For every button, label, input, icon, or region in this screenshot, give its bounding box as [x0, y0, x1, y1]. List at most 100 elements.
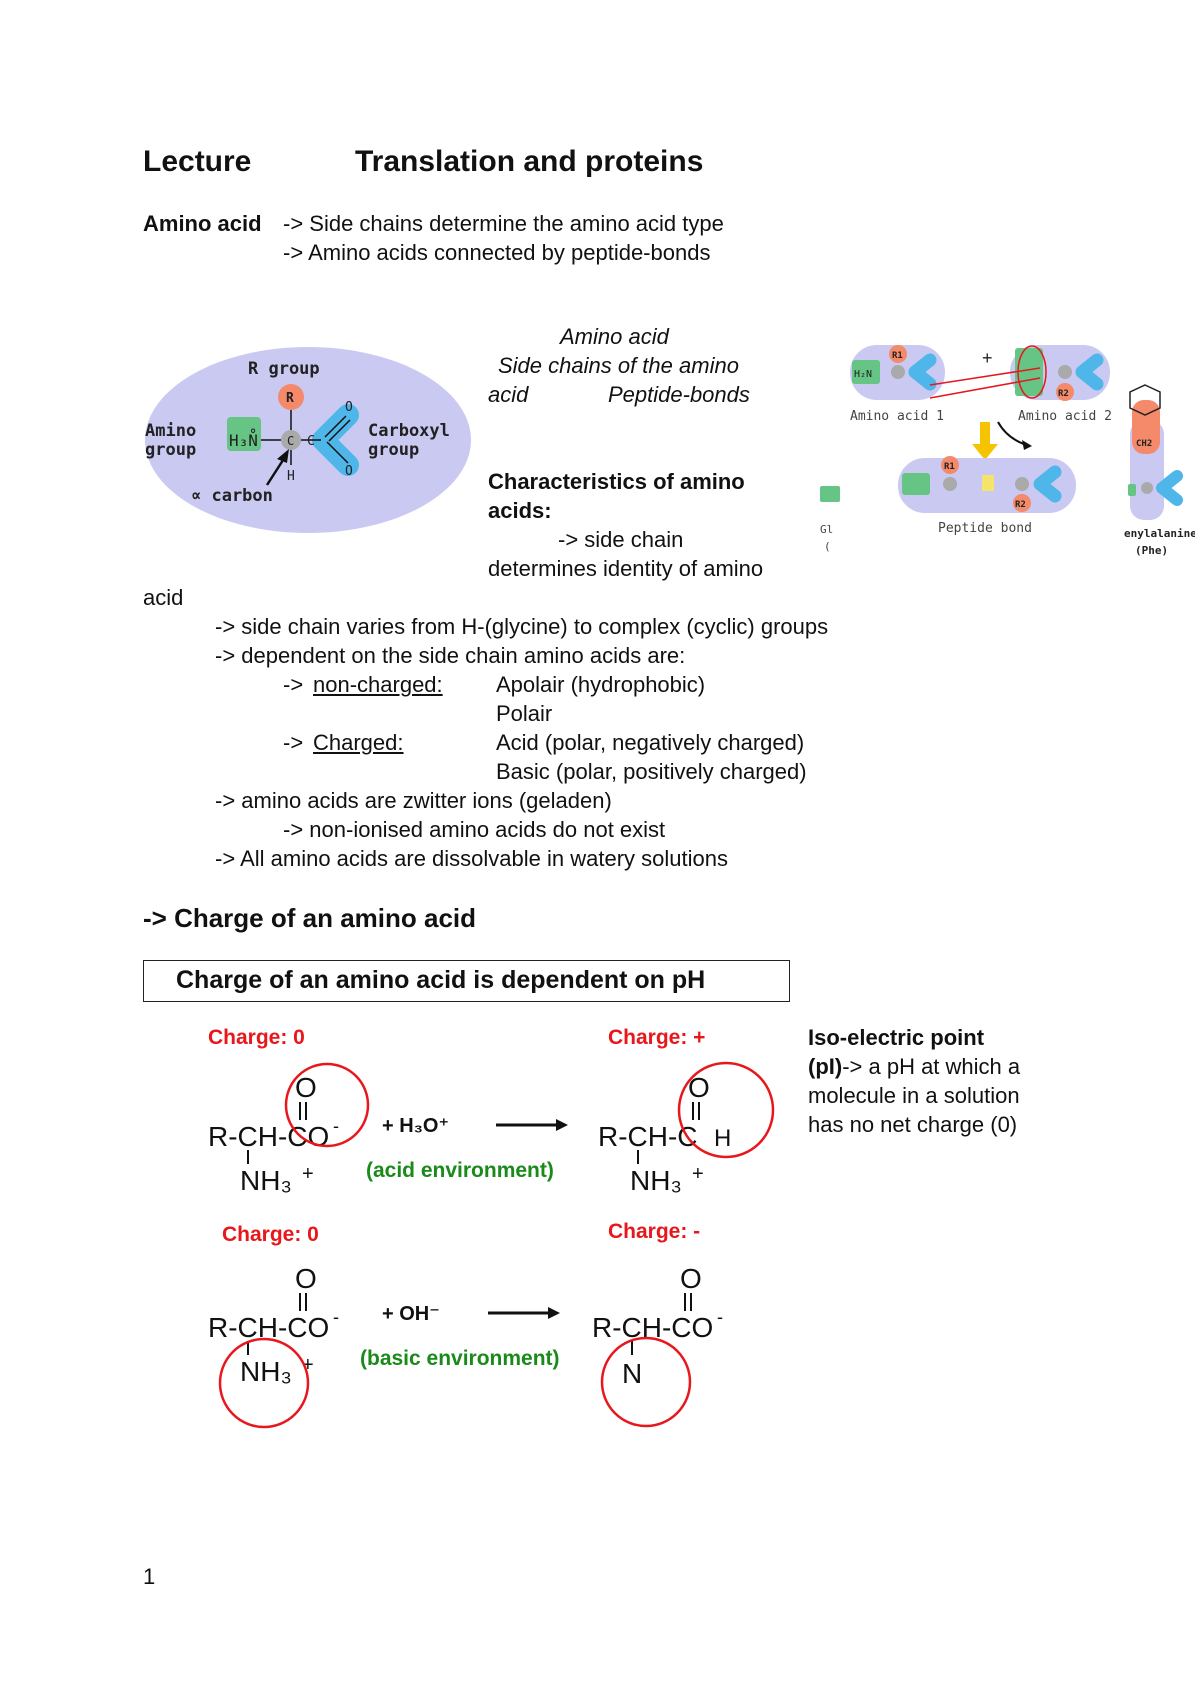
noncharged-label: non-charged: — [313, 672, 443, 697]
characteristics-line-3: acid — [143, 585, 184, 610]
peptide-r2: R2 — [1015, 500, 1026, 510]
amino-circle-1 — [218, 1337, 310, 1429]
intro-line-2: -> Amino acids connected by peptide-bond… — [283, 240, 711, 265]
alpha-carbon-arrow — [265, 456, 287, 486]
page-number: 1 — [143, 1564, 156, 1589]
formula-1: R-CH-CO — [208, 1121, 329, 1152]
isoelectric-pi: (pI) — [808, 1054, 843, 1079]
charge-statement-box: Charge of an amino acid is dependent on … — [143, 960, 790, 1002]
list-item-2: -> dependent on the side chain amino aci… — [215, 643, 686, 668]
amino-group-label-1: Amino — [145, 421, 196, 441]
charge-0-label-a: Charge: 0 — [208, 1026, 305, 1049]
isoelectric-line-2: molecule in a solution — [808, 1083, 1020, 1108]
characteristics-heading-1: Characteristics of amino — [488, 469, 745, 494]
h3n-label: H₃N̊ — [229, 429, 258, 450]
charged-prefix: -> — [283, 730, 304, 755]
oh-label: + OH⁻ — [382, 1303, 440, 1325]
list2-item-1: -> amino acids are zwitter ions (geladen… — [215, 788, 612, 813]
isoelectric-line-3: has no net charge (0) — [808, 1112, 1018, 1137]
basic-env-label: (basic environment) — [360, 1347, 560, 1370]
peptide-bond-label: Peptide bond — [938, 521, 1032, 536]
alpha-carbon-label: ∝ carbon — [191, 486, 273, 506]
caption-line-3a: acid — [488, 382, 529, 407]
phe-ch2: CH2 — [1136, 439, 1152, 449]
gly-abbr: ( — [824, 540, 831, 553]
characteristics-line-1: -> side chain — [558, 527, 684, 552]
h-label: H — [287, 469, 295, 484]
o-atom-4: O — [680, 1263, 702, 1294]
alpha-carbon-atom — [281, 430, 301, 450]
amino-acid-1-label: Amino acid 1 — [850, 409, 944, 424]
noncharged-prefix: -> — [283, 672, 304, 697]
caption-line-3b: Peptide-bonds — [608, 382, 750, 407]
nh3-3: NH₃ — [240, 1356, 292, 1387]
r-group-label: R group — [248, 359, 320, 379]
carboxyl-circle-1 — [284, 1062, 370, 1148]
polar-text: Polair — [496, 701, 553, 726]
page-title: Translation and proteins — [355, 145, 704, 178]
isoelectric-line-1: (pI)-> a pH at which a — [808, 1052, 1020, 1081]
acid-env-label: (acid environment) — [366, 1159, 554, 1182]
intro-line-1: -> Side chains determine the amino acid … — [283, 211, 724, 236]
amino-group-box — [227, 417, 261, 451]
o-top-label: O — [345, 400, 353, 415]
charge-minus-label: Charge: - — [608, 1220, 700, 1243]
aa1-h2n: H₂N — [854, 369, 872, 380]
nh3-2: NH₃ — [630, 1165, 682, 1196]
charge-statement-text: Charge of an amino acid is dependent on … — [176, 966, 706, 994]
nh3-plus-2: + — [692, 1163, 704, 1185]
nh3-plus-3: + — [302, 1354, 314, 1376]
aa1-r1: R1 — [892, 351, 903, 361]
acid-text: Acid (polar, negatively charged) — [496, 730, 805, 755]
nh3-1: NH₃ — [240, 1165, 292, 1196]
r-group-circle — [278, 384, 304, 410]
o-atom-1: O — [295, 1072, 317, 1103]
caption-line-2: Side chains of the amino — [498, 353, 739, 378]
charge-section-heading: -> Charge of an amino acid — [143, 903, 477, 933]
carboxyl-label-2: group — [368, 440, 419, 460]
minus-3: - — [333, 1307, 339, 1327]
nh2-n: N — [622, 1358, 642, 1389]
lecture-label: Lecture — [143, 145, 252, 178]
peptide-bond-figure: H₂N R1 Amino acid 1 R2 Amino acid 2 + R1… — [820, 345, 1195, 557]
carboxyl-circle-2 — [677, 1061, 775, 1159]
c-label: C — [287, 434, 294, 448]
formula-3: R-CH-CO — [208, 1312, 329, 1343]
amino-circle-2 — [600, 1336, 692, 1428]
list-item-1: -> side chain varies from H-(glycine) to… — [215, 614, 829, 639]
o-bottom-label: O — [345, 464, 353, 479]
amino-acid-structure-figure: R group R Amino group H₃N̊ C C H O O Car… — [145, 347, 471, 533]
list2-item-3: -> All amino acids are dissolvable in wa… — [215, 846, 728, 871]
charge-0-label-b: Charge: 0 — [222, 1223, 319, 1246]
charge-plus-label: Charge: + — [608, 1026, 705, 1049]
gly-code: Gl — [820, 523, 833, 536]
plus-sign: + — [982, 348, 993, 368]
amino-group-label-2: group — [145, 440, 196, 460]
h-atom-2: H — [714, 1125, 731, 1152]
isoelectric-line-1-rest: -> a pH at which a — [842, 1054, 1021, 1079]
basic-text: Basic (polar, positively charged) — [496, 759, 807, 784]
peptide-r1: R1 — [944, 462, 955, 472]
apolar-text: Apolair (hydrophobic) — [496, 672, 706, 697]
charge-reactions-figure: Charge: 0 Charge: + O R-CH-CO - NH₃ + + … — [208, 1026, 775, 1429]
minus-4: - — [717, 1307, 723, 1327]
r-letter: R — [286, 391, 294, 406]
isoelectric-heading: Iso-electric point — [808, 1025, 985, 1050]
characteristics-line-2: determines identity of amino — [488, 556, 764, 581]
h3o-label: + H₃O⁺ — [382, 1115, 449, 1137]
caption-line-1: Amino acid — [560, 324, 669, 349]
intro-term: Amino acid — [143, 211, 262, 236]
minus-1: - — [333, 1116, 339, 1136]
c2-label: C — [307, 434, 315, 449]
o-atom-3: O — [295, 1263, 317, 1294]
characteristics-heading-2: acids: — [488, 498, 552, 523]
carboxyl-label-1: Carboxyl — [368, 421, 450, 441]
o-atom-2: O — [688, 1072, 710, 1103]
amino-acid-2-label: Amino acid 2 — [1018, 409, 1112, 424]
list2-item-2: -> non-ionised amino acids do not exist — [283, 817, 666, 842]
phe-abbr: (Phe) — [1135, 544, 1168, 557]
phe-name: enylalanine — [1124, 527, 1195, 540]
aa2-r2: R2 — [1058, 389, 1069, 399]
nh3-plus-1: + — [302, 1163, 314, 1185]
charged-label: Charged: — [313, 730, 404, 755]
